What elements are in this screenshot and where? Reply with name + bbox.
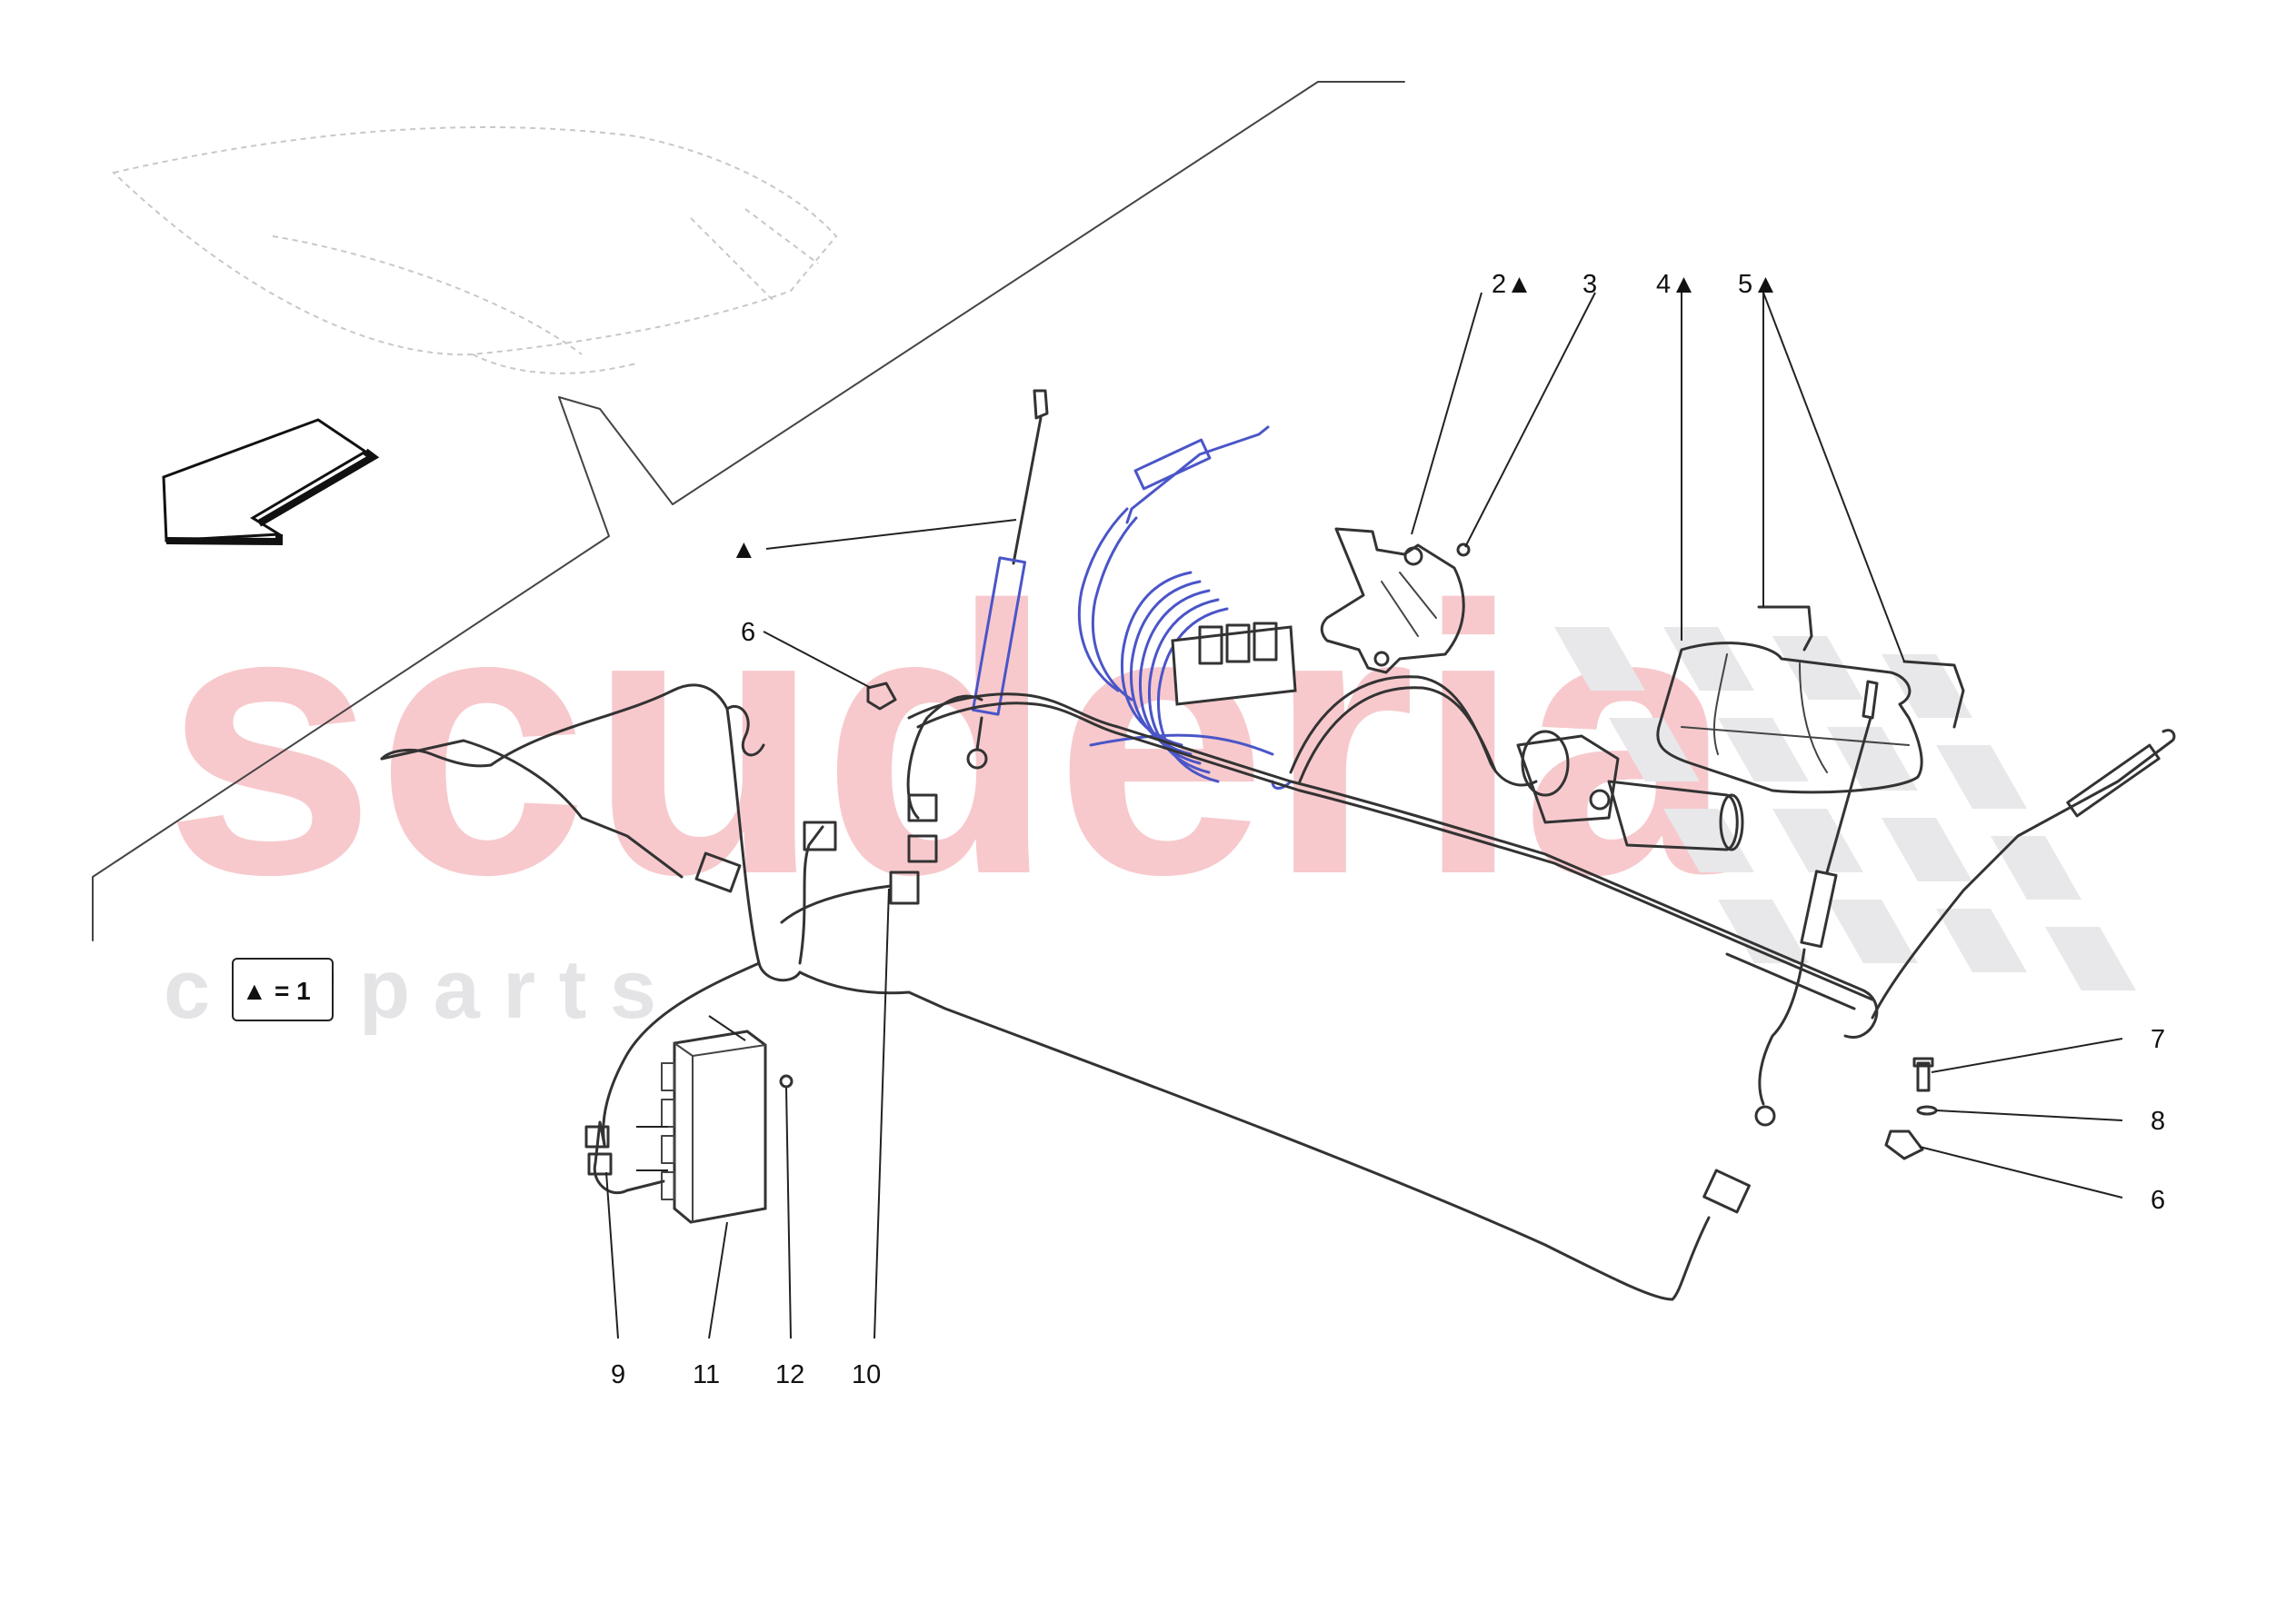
callout-11: 11 (693, 1360, 720, 1389)
legend-text: = 1 (275, 977, 311, 1005)
leader-lines (605, 292, 2123, 1339)
callout-labels: 2▲ 3 4▲ 5▲ ▲ 6 7 8 6 9 11 12 10 (611, 270, 2165, 1389)
callout-12: 12 (775, 1360, 804, 1389)
bracket (1320, 527, 1471, 674)
main-hydraulic-lines (907, 675, 1879, 1039)
valve-block (1171, 622, 1297, 706)
callout-2: 2▲ (1492, 270, 1532, 299)
left-wiring-harness (380, 683, 1751, 1301)
callout-6-top: 6 (741, 618, 755, 647)
callout-3: 3 (1582, 270, 1597, 299)
view-cut-lines (92, 81, 1405, 941)
watermark-brand: scuderia (164, 528, 1736, 954)
small-fasteners (866, 682, 1938, 1160)
callout-6-bottom: 6 (2151, 1186, 2165, 1215)
mounting-straps (1757, 605, 1965, 729)
callout-triangle: ▲ (731, 535, 757, 564)
hydraulic-lines-highlight (1077, 425, 1293, 790)
front-direction-arrow-icon (162, 418, 380, 546)
pump-motor (1516, 730, 1744, 851)
vehicle-roof-thumbnail-icon (111, 125, 838, 374)
control-unit (584, 1030, 794, 1224)
gas-spring-left (966, 389, 1049, 770)
callout-7: 7 (2151, 1025, 2165, 1054)
callout-4: 4▲ (1656, 270, 1697, 299)
callout-10: 10 (852, 1360, 881, 1389)
callout-5: 5▲ (1738, 270, 1779, 299)
callout-8: 8 (2151, 1107, 2165, 1136)
legend-box: ▲ = 1 (232, 958, 334, 1021)
checkered-flag-icon (1554, 627, 2136, 990)
callout-9: 9 (611, 1360, 625, 1389)
watermark: scuderia c a r p a r t s (164, 528, 2136, 1036)
legend-symbol: ▲ (242, 977, 267, 1005)
gas-spring-right (1754, 680, 2176, 1127)
hydraulic-reservoir (1656, 642, 1923, 794)
